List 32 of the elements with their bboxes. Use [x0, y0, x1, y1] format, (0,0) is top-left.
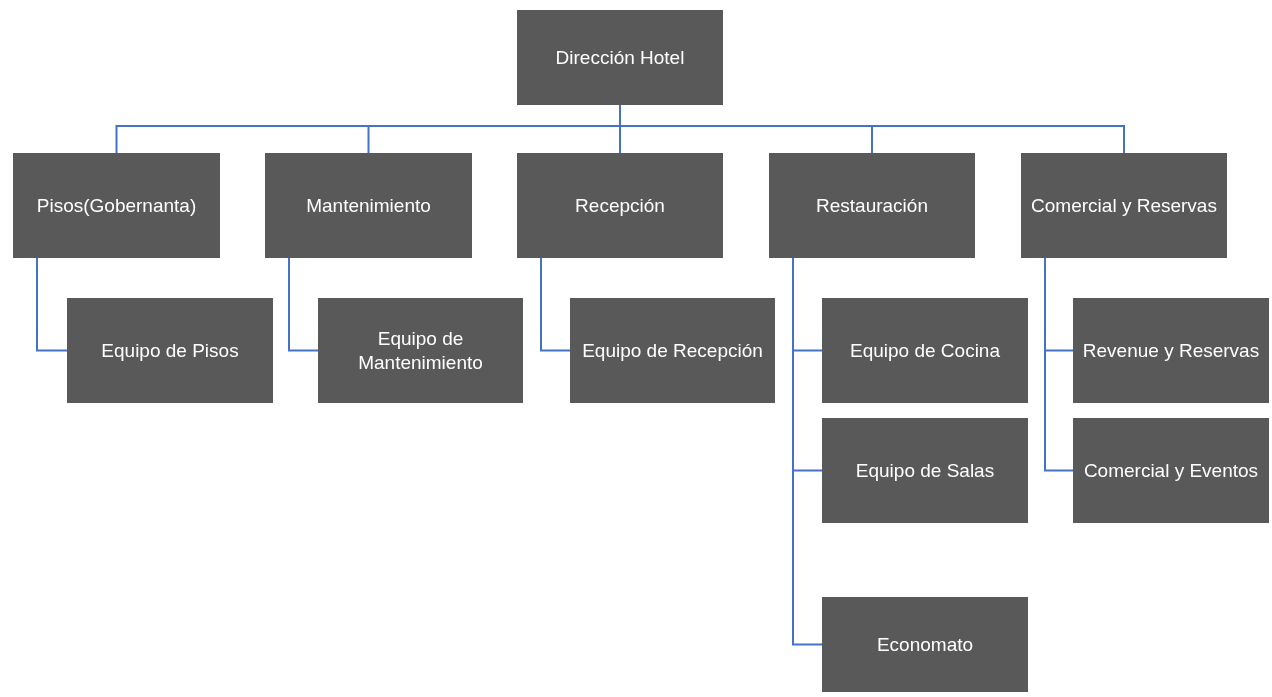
org-box [318, 298, 523, 403]
connector-line [288, 257, 319, 352]
box-label: Equipo de Cocina [850, 338, 1000, 363]
org-box [13, 153, 220, 258]
org-box [67, 298, 273, 403]
box-label: Restauración [816, 193, 928, 218]
box-label: Comercial y Reservas [1031, 193, 1217, 218]
org-box [822, 597, 1028, 692]
box-label: Recepción [575, 193, 665, 218]
box-label: Mantenimiento [306, 193, 431, 218]
org-box [570, 298, 775, 403]
org-box [265, 153, 472, 258]
org-box [1073, 418, 1269, 523]
org-box [1073, 298, 1269, 403]
box-label: Revenue y Reservas [1082, 338, 1260, 363]
org-box [822, 298, 1028, 403]
connector-line [1044, 257, 1074, 472]
org-box [517, 10, 723, 105]
box-label: Pisos(Gobernanta) [36, 193, 197, 218]
box-label: Equipo de Mantenimiento [357, 326, 484, 375]
org-box [822, 418, 1028, 523]
org-box [1021, 153, 1227, 258]
box-label: Equipo de Pisos [101, 338, 239, 363]
box-label: Equipo de Recepción [582, 338, 763, 363]
box-label: Comercial y Eventos [1083, 458, 1259, 483]
org-box [517, 153, 723, 258]
box-label: Equipo de Salas [855, 458, 995, 483]
connector-line [540, 257, 571, 352]
connector-line [36, 257, 68, 352]
box-label: Economato [876, 632, 974, 657]
org-box [769, 153, 975, 258]
box-label: Dirección Hotel [555, 45, 685, 70]
